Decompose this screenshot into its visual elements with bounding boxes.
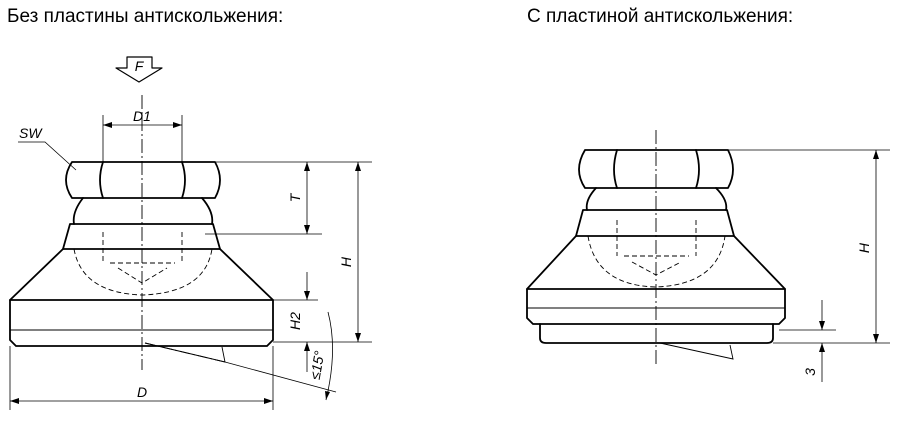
dimension-h — [273, 161, 372, 343]
dimension-t — [205, 161, 322, 235]
dimension-h-right — [728, 149, 890, 344]
ball-ring — [62, 223, 221, 250]
hex-nut-right — [578, 149, 734, 189]
ball-neck — [72, 197, 214, 225]
hidden-ball-right — [587, 235, 726, 288]
heading-with-plate: С пластиной антискольжения: — [527, 6, 794, 27]
hex-nut — [65, 161, 221, 199]
heading-without-plate: Без пластины антискольжения: — [7, 6, 284, 27]
plate-thickness-label: 3 — [802, 368, 818, 376]
hidden-thread — [102, 232, 183, 284]
left-view: F D1 SW — [9, 56, 372, 410]
base-foot — [9, 299, 274, 347]
right-view: H 3 — [526, 130, 890, 382]
t-label: T — [287, 192, 303, 202]
dimension-h2 — [273, 272, 318, 372]
angle-label: ≤15° — [307, 349, 328, 381]
force-label: F — [135, 58, 145, 74]
h2-label: H2 — [287, 312, 303, 330]
hidden-thread-right — [616, 220, 697, 276]
dimension-d — [9, 346, 274, 410]
d-label: D — [137, 384, 147, 400]
hidden-ball — [73, 248, 213, 296]
conical-base — [9, 248, 274, 301]
d1-label: D1 — [133, 108, 151, 124]
ball-neck-right — [585, 187, 728, 211]
tilt-indicator-right — [659, 342, 734, 360]
ball-ring-right — [575, 209, 735, 237]
dimension-angle — [224, 311, 337, 401]
h-label: H — [338, 256, 354, 267]
anti-slip-plate — [539, 323, 774, 344]
dimension-d1 — [102, 115, 183, 162]
force-arrow-icon — [115, 56, 163, 83]
h-label-right: H — [856, 242, 872, 253]
sw-label: SW — [19, 125, 43, 141]
dimension-plate-thickness — [779, 300, 836, 382]
sw-leader — [18, 141, 77, 171]
